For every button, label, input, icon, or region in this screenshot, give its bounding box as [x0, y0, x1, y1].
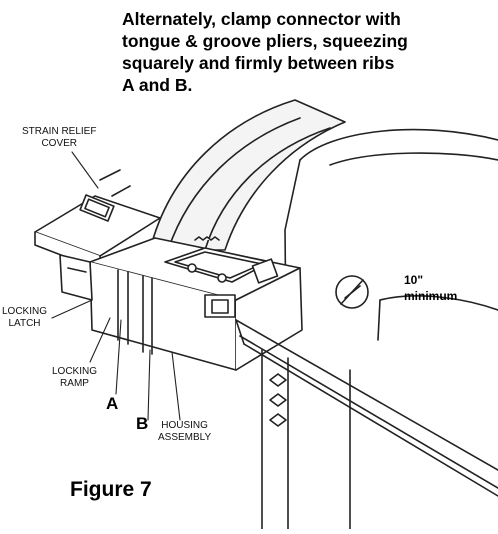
strain-relief-cover: [34, 169, 161, 271]
instruction-line-1: Alternately, clamp connector with: [122, 9, 401, 29]
instruction-text: Alternately, clamp connector with tongue…: [122, 8, 494, 96]
instruction-line-3: squarely and firmly between ribs: [122, 53, 395, 73]
label-locking-ramp: LOCKING RAMP: [52, 366, 98, 389]
locking-latch: [59, 254, 93, 301]
leader-lines: [51, 151, 181, 421]
dimension-value: 10": [404, 273, 424, 287]
pin-header: [261, 349, 351, 530]
ribbon-cable: [235, 319, 498, 497]
label-strain-relief-cover: STRAIN RELIEF COVER: [22, 126, 97, 149]
instruction-line-2: tongue & groove pliers, squeezing: [122, 31, 408, 51]
figure-caption: Figure 7: [70, 478, 152, 501]
instruction-line-4: A and B.: [122, 75, 193, 95]
mandrel-tube: [284, 128, 498, 341]
label-rib-b: B: [136, 414, 149, 433]
label-rib-a: A: [106, 394, 119, 413]
pliers-jaw: [149, 99, 346, 251]
label-locking-latch: LOCKING LATCH: [2, 306, 48, 329]
dimension-text: minimum: [404, 289, 458, 303]
housing-assembly: [89, 236, 303, 371]
label-housing-assembly: HOUSING ASSEMBLY: [158, 420, 212, 443]
